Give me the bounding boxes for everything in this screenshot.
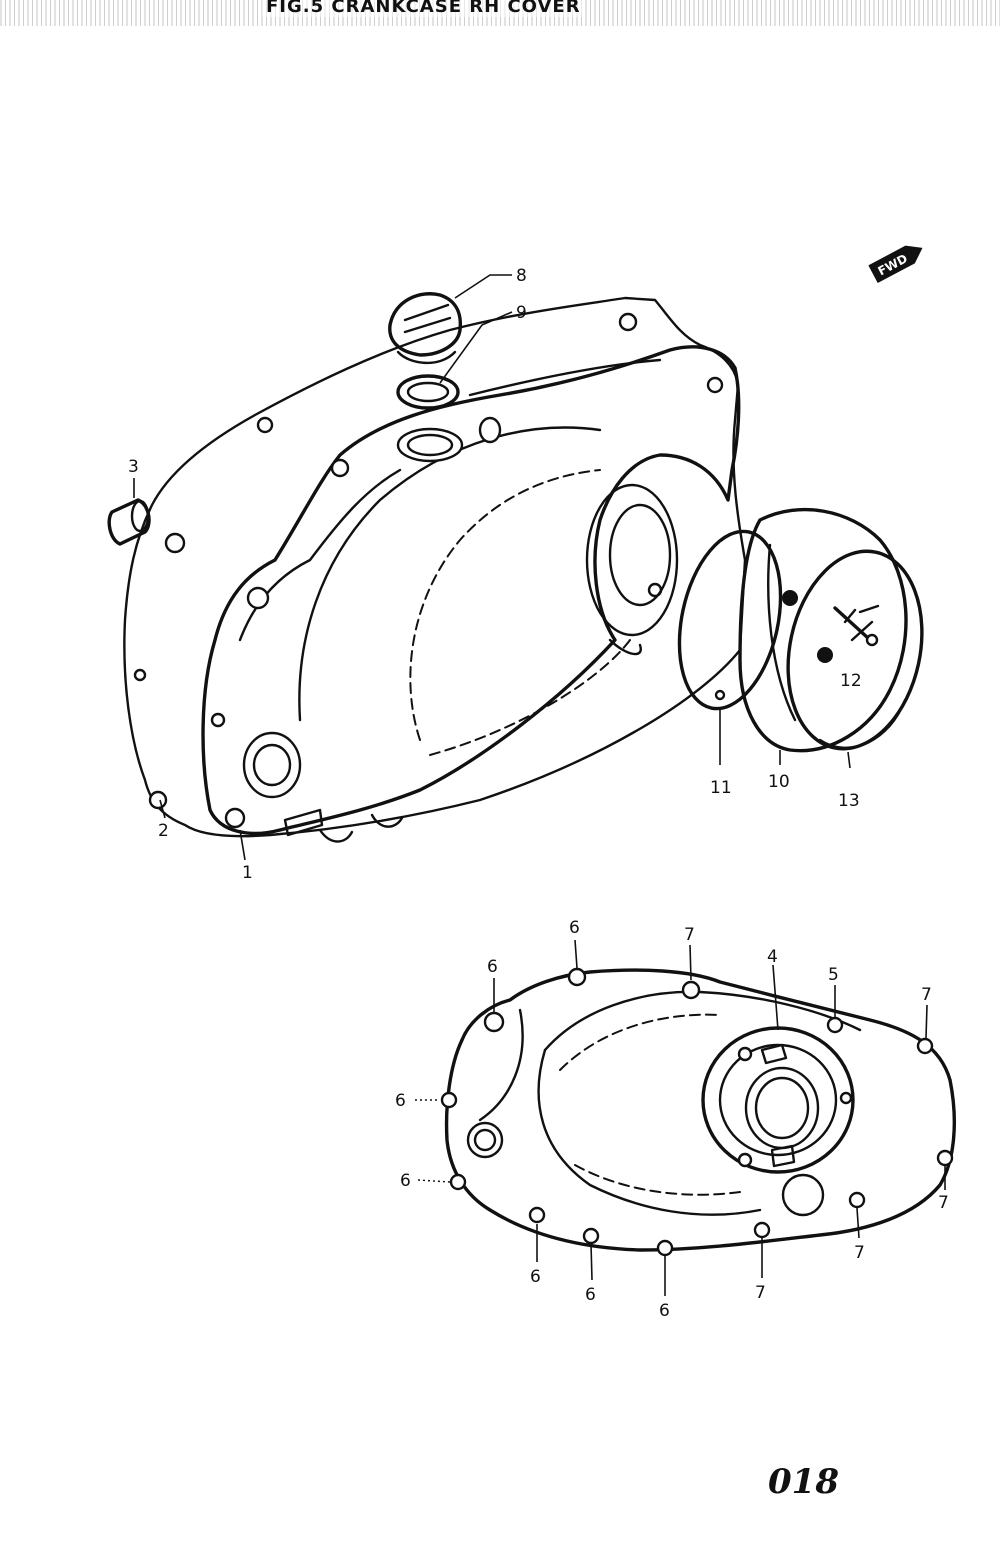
page-code: 018 (768, 1462, 839, 1502)
callout-9: 9 (516, 303, 527, 323)
callout-12: 12 (840, 671, 862, 691)
callout-3: 3 (128, 457, 139, 477)
callout-7a: 7 (684, 925, 695, 945)
callout-6c: 6 (395, 1091, 406, 1111)
clutch-cover-part-10 (738, 507, 908, 753)
callout-7b: 7 (921, 985, 932, 1005)
callout-11: 11 (710, 778, 732, 798)
callout-7e: 7 (755, 1283, 766, 1303)
callout-6e: 6 (530, 1267, 541, 1287)
fwd-arrow-icon: FWD (868, 245, 923, 284)
cover-inner-view (440, 967, 957, 1257)
callout-1: 1 (242, 863, 253, 883)
callout-7d: 7 (854, 1243, 865, 1263)
callout-7c: 7 (938, 1193, 949, 1213)
clutch-cover-gasket-part-11 (677, 529, 783, 711)
callout-6a: 6 (569, 918, 580, 938)
callout-6g: 6 (659, 1301, 670, 1321)
callout-13: 13 (838, 791, 860, 811)
oil-filler-cap-part-8 (388, 292, 463, 365)
cover-cap-plate-part-13 (786, 549, 924, 751)
leader-lines (133, 274, 946, 1296)
callout-6f: 6 (585, 1285, 596, 1305)
dowel-pin-part-3 (107, 498, 151, 546)
o-ring-part-9 (396, 374, 460, 410)
callout-6b: 6 (487, 957, 498, 977)
screw-part-12 (782, 590, 879, 663)
callout-5: 5 (828, 965, 839, 985)
callout-4: 4 (767, 947, 778, 967)
callout-6d: 6 (400, 1171, 411, 1191)
callout-8: 8 (516, 266, 527, 286)
gasket-part-2 (123, 296, 747, 838)
crankcase-rh-cover-part-1 (201, 345, 741, 843)
figure-title: FIG.5 CRANKCASE RH COVER (262, 0, 585, 17)
callout-2: 2 (158, 821, 169, 841)
callout-10: 10 (768, 772, 790, 792)
callout-labels: 1 2 3 4 5 6 6 6 6 6 6 6 7 7 7 7 7 8 9 10… (128, 266, 949, 1321)
